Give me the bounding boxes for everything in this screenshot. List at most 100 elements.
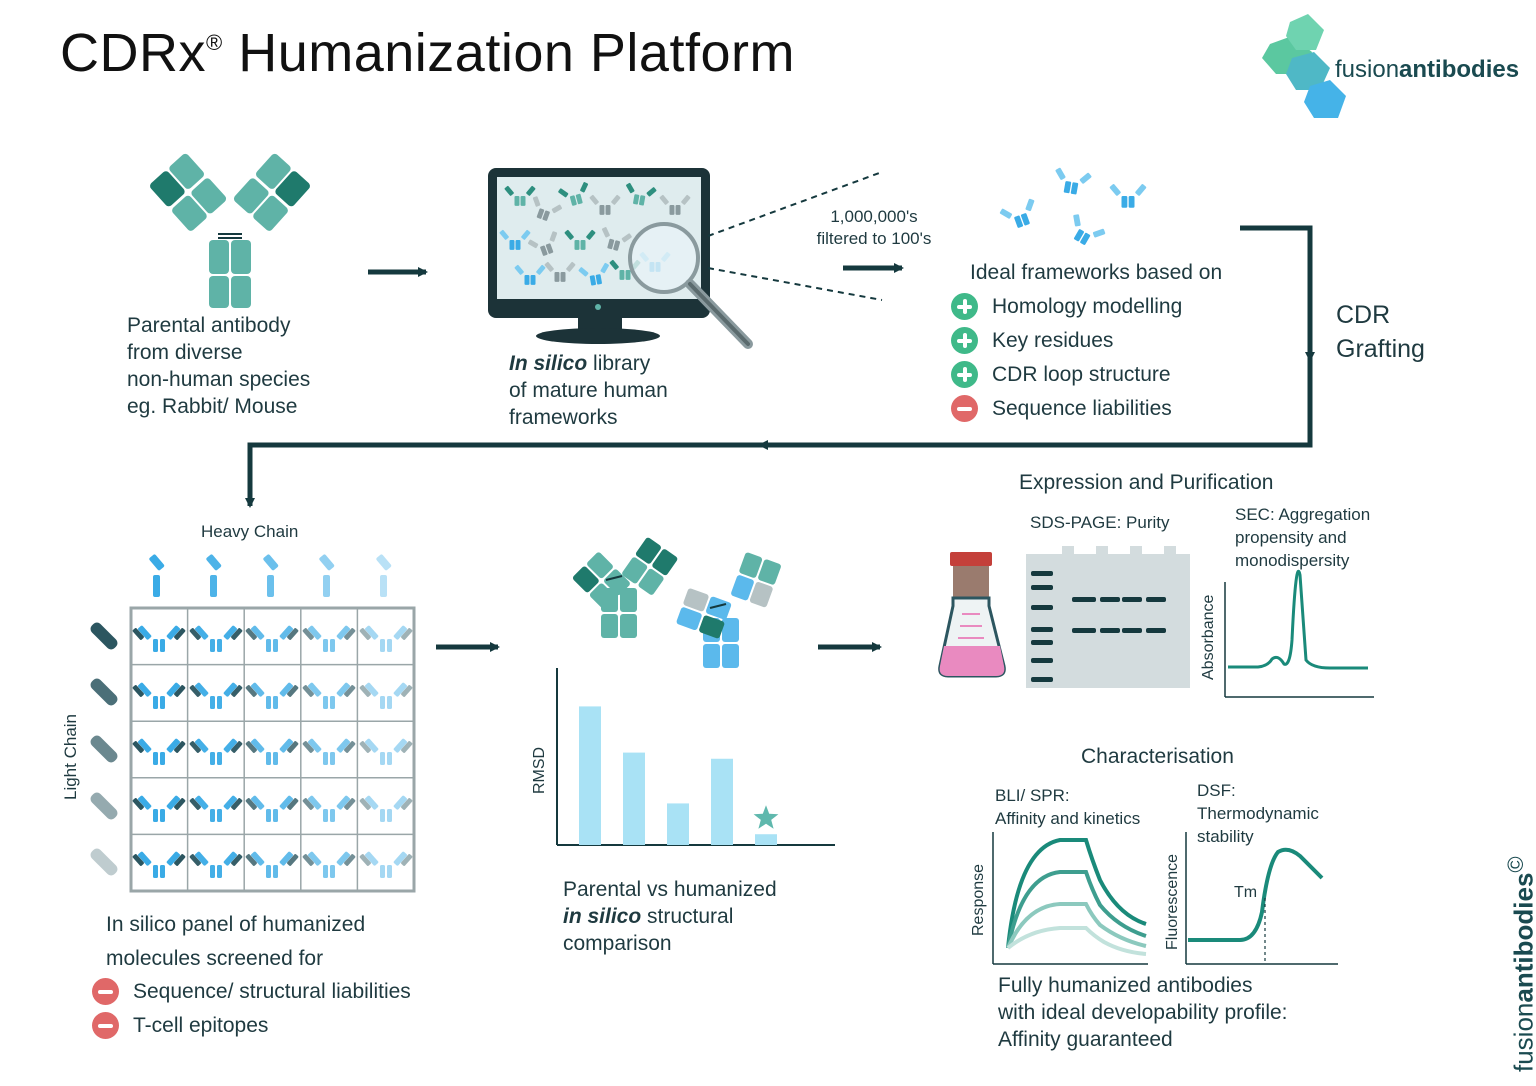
criterion-label: Homology modelling	[992, 294, 1183, 318]
vertical-brand: fusionantibodies©	[1503, 856, 1536, 1072]
brand-logo: fusionantibodies	[1335, 56, 1519, 84]
expression-heading: Expression and Purification	[1019, 471, 1274, 494]
criterion-label: Sequence liabilities	[992, 396, 1172, 420]
result-line: with ideal developability profile:	[998, 1001, 1288, 1024]
screen-list: Sequence/ structural liabilities T-cell …	[92, 974, 411, 1042]
dsf-label: DSF: Thermodynamic stability	[1197, 779, 1319, 848]
dsf-line: DSF:	[1197, 781, 1236, 800]
filter-line-1: 1,000,000's	[830, 207, 918, 226]
zoom-line-top	[707, 171, 883, 237]
criterion-label: CDR loop structure	[992, 362, 1171, 386]
screen-label: Sequence/ structural liabilities	[133, 979, 411, 1003]
rmsd-bar	[755, 834, 777, 845]
library-caption-bold: In silico	[509, 352, 588, 375]
bli-line: Affinity and kinetics	[995, 809, 1141, 828]
minus-icon	[92, 1011, 119, 1039]
caption-line: molecules screened for	[106, 947, 324, 970]
comparison-antibodies	[572, 537, 781, 668]
framework-antibodies-cluster	[998, 166, 1147, 252]
sds-page-gel	[1026, 546, 1190, 688]
rmsd-bar	[711, 758, 733, 845]
bli-chart	[992, 832, 1148, 965]
page-title: CDRx® Humanization Platform	[60, 22, 795, 84]
dsf-line: stability	[1197, 827, 1254, 846]
logo-light-text: fusion	[1335, 56, 1400, 83]
library-caption: In silico library of mature human framew…	[509, 350, 668, 431]
frameworks-heading: Ideal frameworks based on	[970, 261, 1223, 284]
screen-item: T-cell epitopes	[92, 1008, 411, 1042]
dsf-chart	[1185, 832, 1338, 965]
filter-caption: 1,000,000's filtered to 100's	[804, 206, 944, 250]
plus-icon	[951, 292, 978, 320]
heavy-chain-label: Heavy Chain	[201, 522, 299, 541]
caption-line: of mature human	[509, 379, 668, 402]
zoom-line-bottom	[707, 267, 883, 301]
criterion-item: Homology modelling	[951, 289, 1182, 323]
comparison-caption: Parental vs humanized in silico structur…	[563, 876, 777, 957]
light-chain-label: Light Chain	[61, 713, 80, 800]
vertical-brand-bold: antibodies	[1508, 872, 1536, 1003]
matrix-grid	[129, 606, 416, 893]
plus-icon	[951, 360, 978, 388]
criterion-item: Sequence liabilities	[951, 391, 1182, 425]
grafting-arrow-left	[758, 352, 1313, 450]
dsf-line: Thermodynamic	[1197, 804, 1319, 823]
logo-bold-text: antibodies	[1399, 56, 1520, 83]
matrix-cells	[132, 625, 413, 878]
caption-line: Parental vs humanized	[563, 878, 777, 901]
rmsd-bar	[623, 752, 645, 845]
criterion-item: CDR loop structure	[951, 357, 1182, 391]
parental-antibody-icon	[150, 153, 310, 308]
caption-line: comparison	[563, 932, 672, 955]
minus-icon	[951, 394, 978, 422]
caption-line: from diverse	[127, 341, 243, 364]
screen-item: Sequence/ structural liabilities	[92, 974, 411, 1008]
screen-label: T-cell epitopes	[133, 1013, 269, 1037]
filter-line-2: filtered to 100's	[816, 229, 932, 248]
dsf-axis-label: Fluorescence	[1164, 853, 1181, 950]
minus-icon	[92, 977, 119, 1005]
caption-line: Parental antibody	[127, 314, 291, 337]
grafting-arrow-down-left	[245, 442, 770, 508]
title-registered-mark: ®	[206, 30, 223, 55]
grafting-line-2: Grafting	[1336, 335, 1425, 363]
criterion-item: Key residues	[951, 323, 1182, 357]
caption-line: eg. Rabbit/ Mouse	[127, 395, 298, 418]
sec-line: SEC: Aggregation	[1235, 505, 1371, 524]
bli-label: BLI/ SPR: Affinity and kinetics	[995, 784, 1140, 830]
tm-label: Tm	[1234, 884, 1258, 901]
caption-line: non-human species	[127, 368, 311, 391]
framework-criteria-list: Homology modelling Key residues CDR loop…	[951, 289, 1182, 425]
magnifier-icon	[628, 222, 753, 349]
copyright-mark: ©	[1503, 856, 1528, 873]
rmsd-bar	[667, 803, 689, 845]
gel-wells	[1026, 546, 1190, 554]
criterion-label: Key residues	[992, 328, 1114, 352]
bli-axis-label: Response	[970, 863, 987, 936]
title-main: CDRx	[60, 23, 206, 83]
heavy-chain-icons	[149, 554, 392, 597]
caption-line: frameworks	[509, 406, 618, 429]
grafting-line-1: CDR	[1336, 301, 1391, 329]
comparison-caption-rest: structural	[641, 905, 734, 928]
vertical-brand-light: fusion	[1508, 1002, 1536, 1072]
caption-line: In silico panel of humanized	[106, 913, 366, 936]
rmsd-bar	[579, 706, 601, 845]
grafting-label: CDR Grafting	[1336, 298, 1425, 366]
sec-line: monodispersity	[1235, 551, 1350, 570]
result-caption: Fully humanized antibodies with ideal de…	[998, 972, 1288, 1053]
plus-icon	[951, 326, 978, 354]
sec-chart	[1224, 569, 1374, 698]
title-rest: Humanization Platform	[222, 23, 795, 83]
rmsd-axis-label: RMSD	[531, 746, 548, 794]
sec-label: SEC: Aggregation propensity and monodisp…	[1235, 503, 1370, 572]
flask-icon	[938, 552, 1006, 678]
comparison-caption-bold: in silico	[563, 905, 642, 928]
bli-line: BLI/ SPR:	[995, 786, 1070, 805]
best-candidate-star-icon	[753, 805, 779, 829]
parental-antibody-caption: Parental antibody from diverse non-human…	[127, 312, 310, 420]
result-line: Fully humanized antibodies	[998, 974, 1253, 997]
characterisation-heading: Characterisation	[1081, 745, 1234, 768]
library-caption-rest: library	[587, 352, 651, 375]
